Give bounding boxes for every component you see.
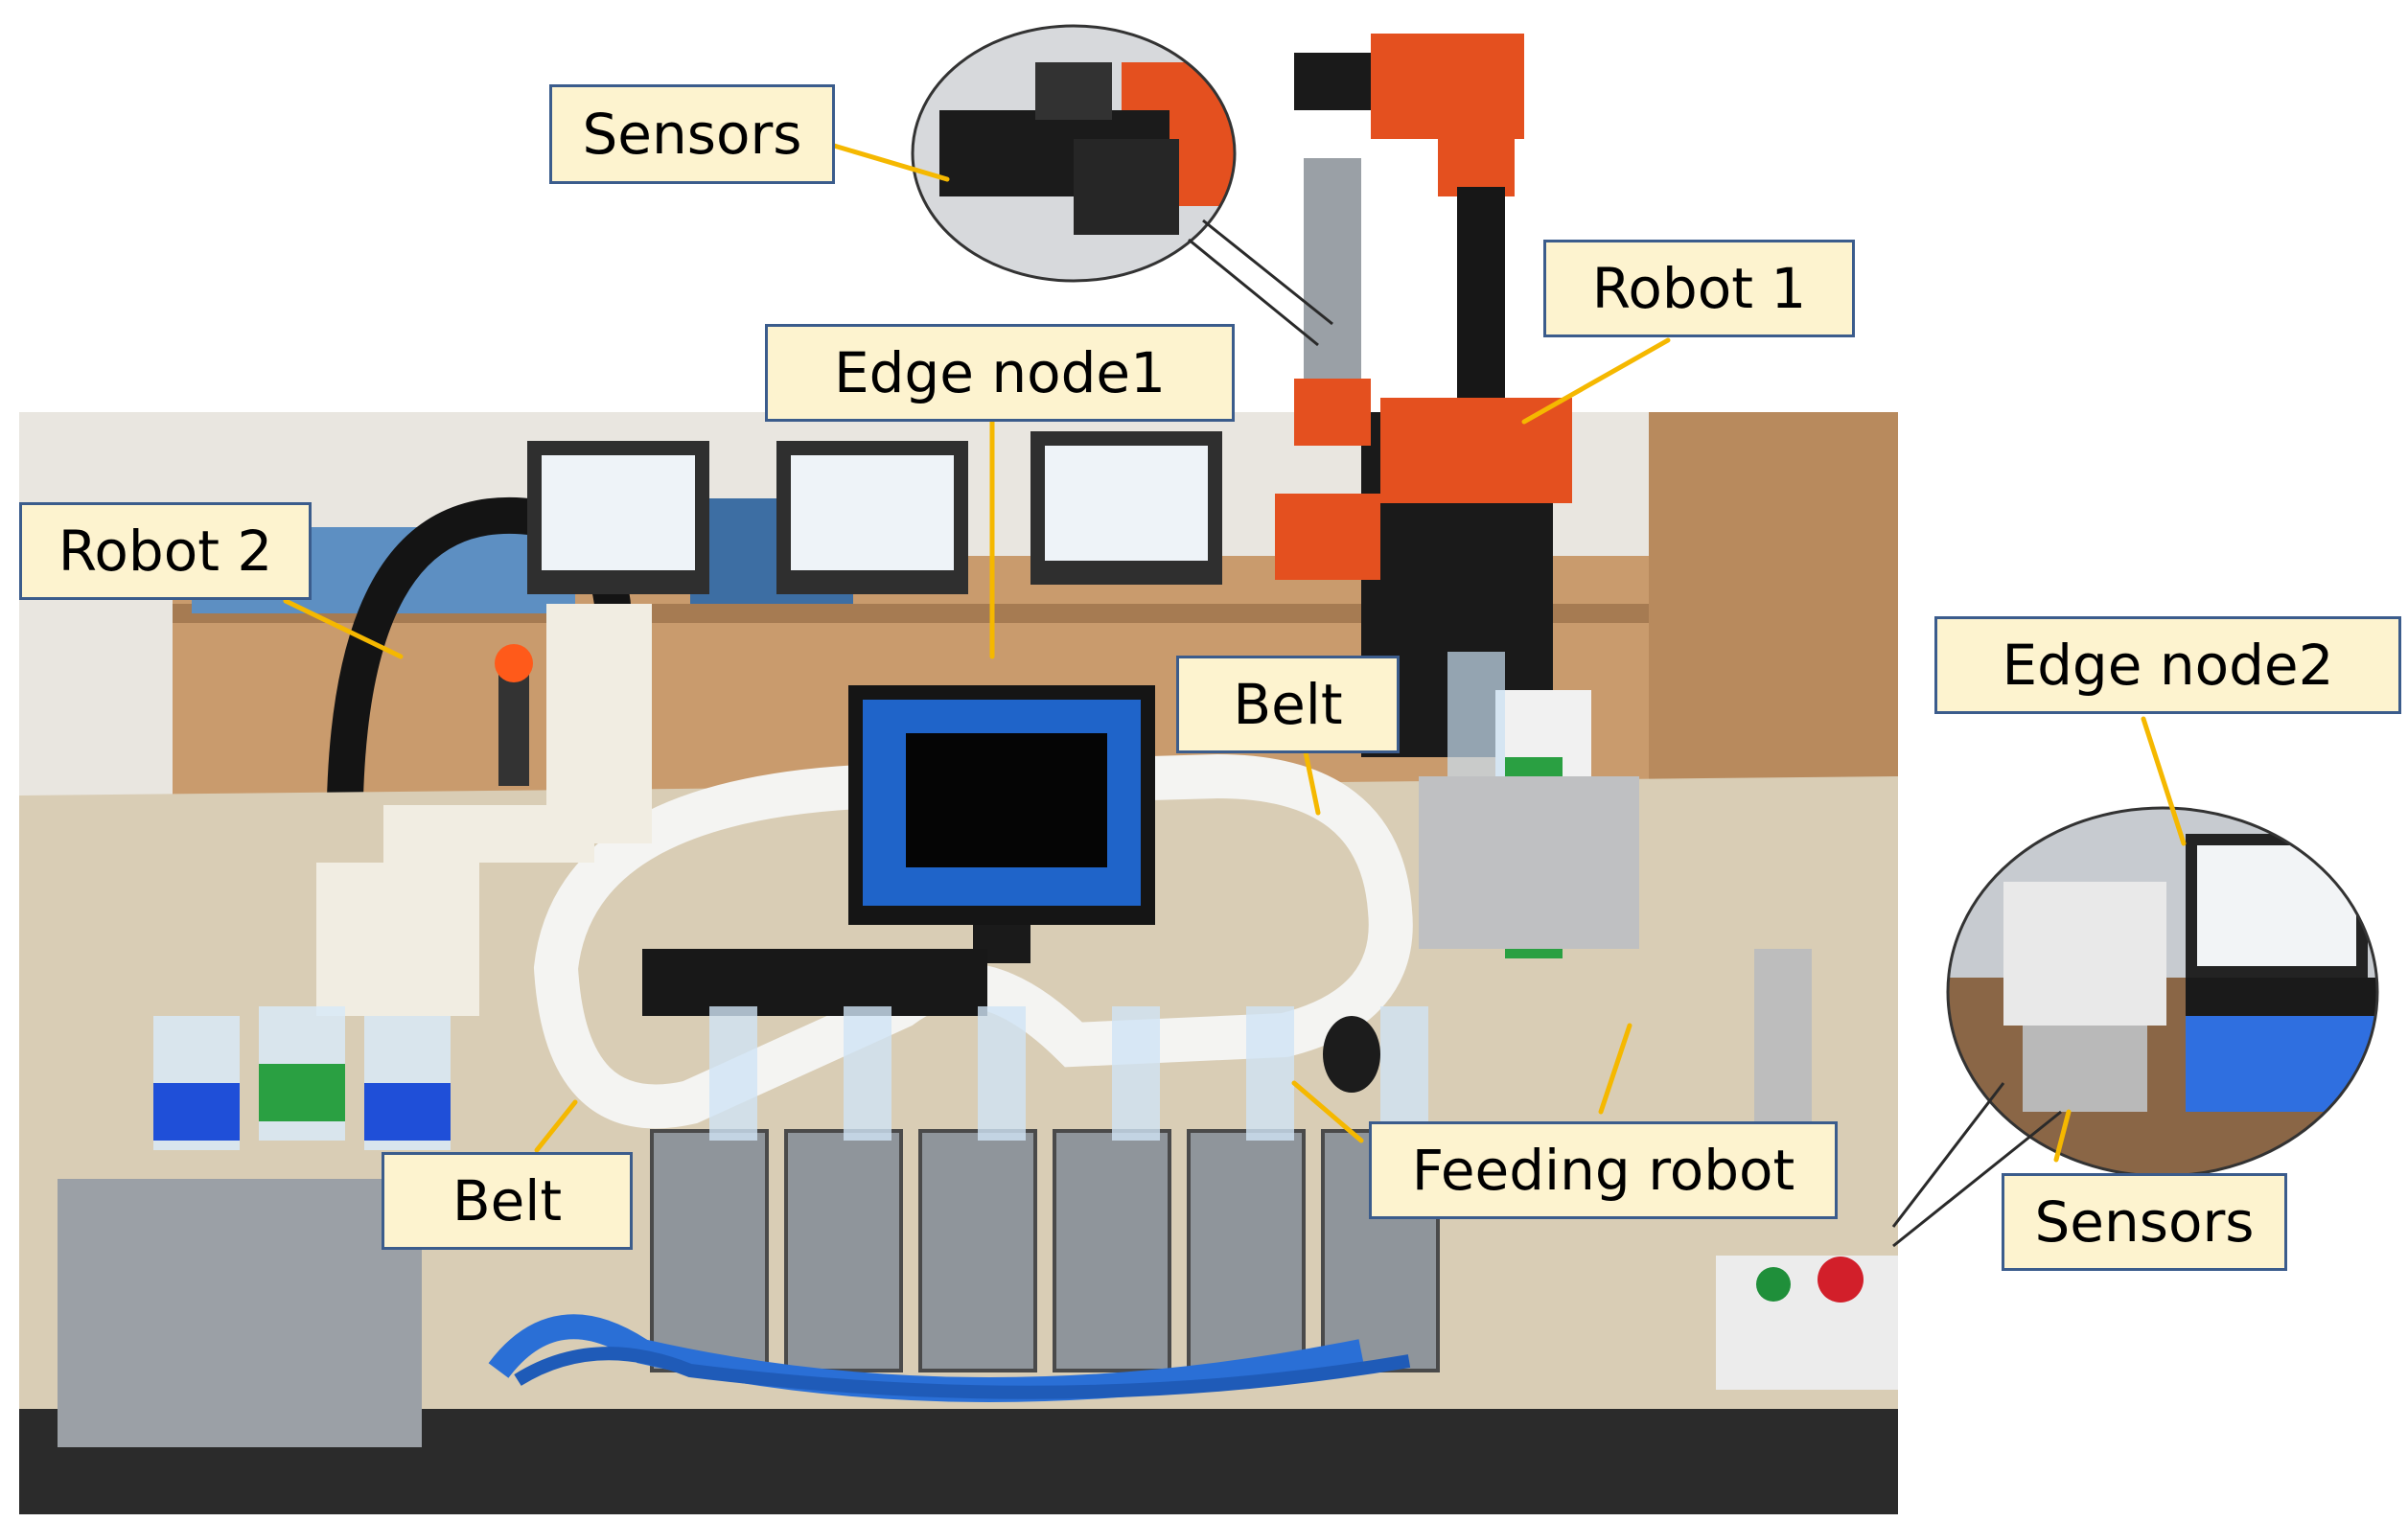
edge-node2-inset	[1946, 806, 2379, 1178]
label-robot2: Robot 2	[19, 502, 312, 600]
label-sensors-right: Sensors	[2002, 1173, 2287, 1271]
label-robot1: Robot 1	[1543, 240, 1855, 337]
label-feeding-robot: Feeding robot	[1369, 1121, 1838, 1219]
label-belt-left: Belt	[382, 1152, 633, 1250]
robot1-arm	[1275, 34, 1572, 580]
label-belt-center: Belt	[1176, 656, 1400, 753]
label-sensors-top: Sensors	[549, 84, 835, 184]
label-edge-node2: Edge node2	[1934, 616, 2401, 714]
label-edge-node1: Edge node1	[765, 324, 1235, 422]
sensors-inset-top	[911, 24, 1237, 283]
